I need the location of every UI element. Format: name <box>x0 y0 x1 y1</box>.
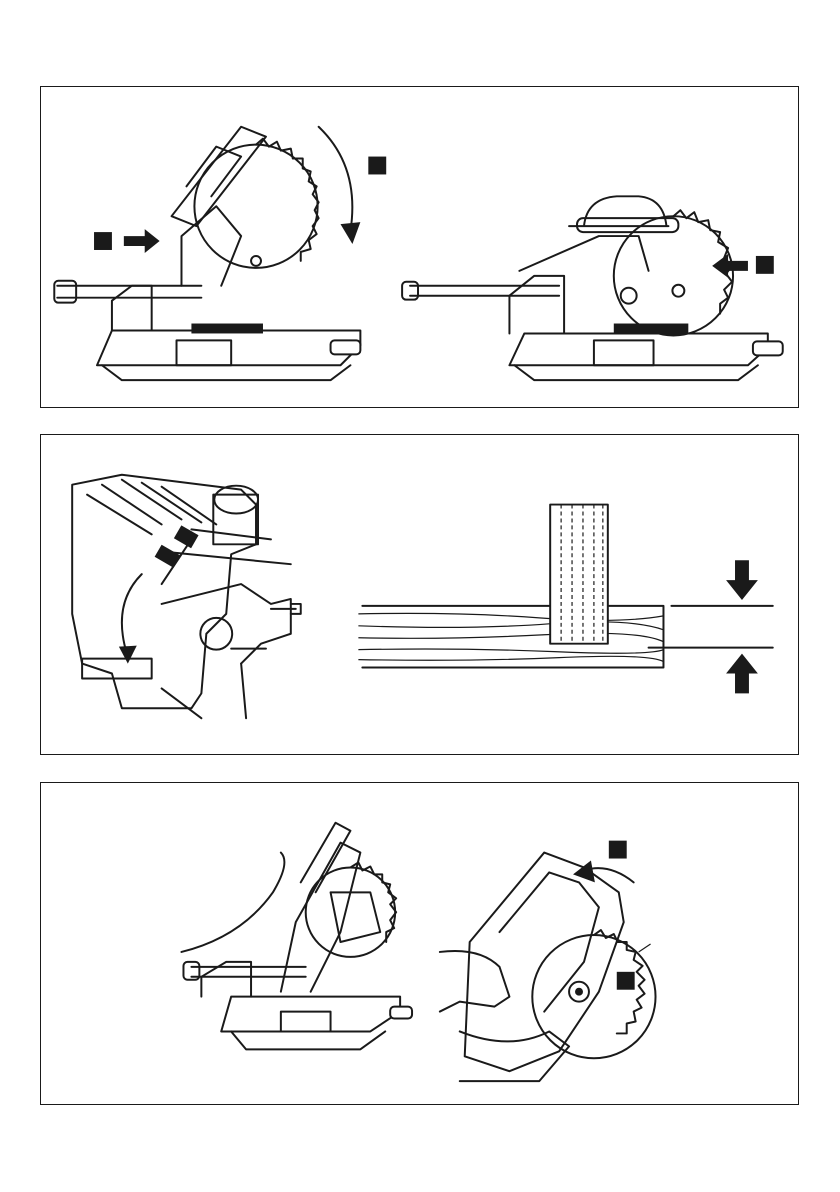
miter-saw-lowering-icon <box>54 127 386 380</box>
workpiece-grooves-icon <box>358 505 772 694</box>
figure-panel-lock-and-blade <box>40 782 799 1105</box>
arrow-curved-down-icon <box>340 222 360 244</box>
depth-stop-knob-icon <box>72 475 301 718</box>
arrow-right-icon <box>124 229 160 253</box>
arrow-up-icon <box>726 654 758 694</box>
arrow-down-icon <box>726 560 758 600</box>
label-marker-square <box>94 232 112 250</box>
miter-saw-locked-icon <box>181 823 412 1050</box>
blade-guard-lift-icon <box>440 841 656 1082</box>
figure-panel-saw-side-views <box>40 86 799 408</box>
depth-stop-illustration <box>41 435 798 754</box>
lock-and-blade-illustration <box>41 783 798 1104</box>
figure-panel-depth-stop <box>40 434 799 755</box>
miter-saw-sliding-icon <box>402 196 783 380</box>
saw-side-views-illustration <box>41 87 798 407</box>
